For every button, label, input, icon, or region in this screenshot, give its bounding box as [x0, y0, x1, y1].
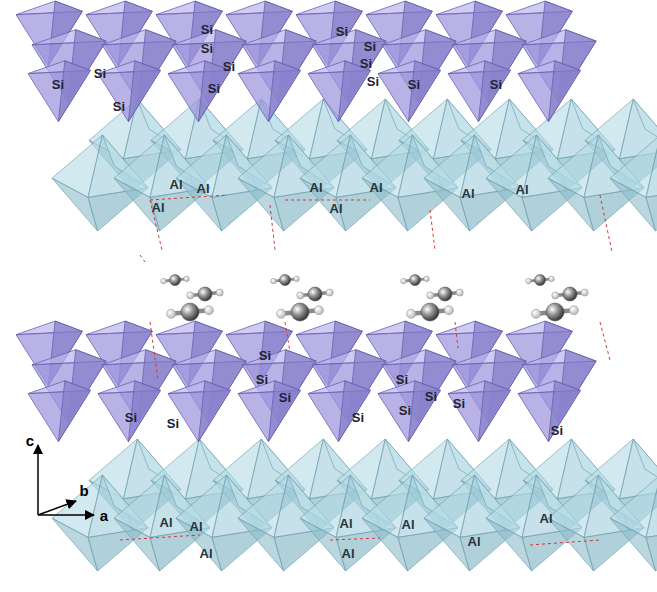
unit-cell-line [270, 205, 275, 250]
atom-label: Si [425, 390, 437, 403]
atom-label: Si [453, 397, 465, 410]
guest-molecule [187, 287, 223, 301]
atom-label: Si [360, 57, 372, 70]
atom-label: Al [330, 202, 343, 215]
guest-molecule [161, 275, 190, 286]
si-tetrahedron [518, 61, 580, 122]
guest-molecule [552, 287, 588, 301]
guest-molecule [526, 275, 555, 286]
atom-label: Si [201, 42, 213, 55]
al-octahedron [300, 135, 396, 231]
atom-label: Si [490, 78, 502, 91]
unit-cell-line [150, 195, 228, 200]
guest-molecule [407, 303, 454, 321]
atom-label: Si [396, 373, 408, 386]
atom-label: Al [160, 516, 173, 529]
al-octahedron [238, 135, 334, 231]
atom-label: Si [399, 404, 411, 417]
guest-molecule [167, 303, 214, 321]
atom-label: Si [408, 78, 420, 91]
unit-cell-line [150, 322, 158, 380]
unit-cell-line [600, 322, 610, 360]
atom-label: Si [551, 424, 563, 437]
unit-cell-line [140, 255, 145, 262]
atom-label: Si [367, 75, 379, 88]
atom-label: Si [336, 25, 348, 38]
atom-label: Al [402, 518, 415, 531]
atom-label: Al [370, 181, 383, 194]
si-tetrahedron [448, 61, 510, 122]
si-tetrahedron [448, 381, 510, 442]
guest-molecule [532, 303, 579, 321]
al-octahedron [610, 475, 657, 571]
atom-label: Si [208, 82, 220, 95]
axis-label: b [79, 483, 88, 498]
atom-label: Al [462, 187, 475, 200]
unit-cell-line [285, 322, 290, 352]
guest-molecule [277, 303, 324, 321]
axis-arrows [38, 445, 94, 515]
axis-label: c [26, 433, 34, 448]
si-tetrahedron [238, 381, 300, 442]
guest-molecule [271, 275, 300, 286]
guest-molecule [401, 275, 430, 286]
atom-label: Si [167, 417, 179, 430]
atom-label: Si [201, 23, 213, 36]
unit-cell-line [430, 210, 435, 250]
axis-label: a [100, 508, 108, 523]
atom-label: Al [340, 517, 353, 530]
unit-cell-line [530, 540, 600, 545]
si-tetrahedron [518, 381, 580, 442]
atom-label: Al [342, 547, 355, 560]
si-tetrahedron [98, 61, 160, 122]
guest-molecule [297, 287, 333, 301]
atom-label: Si [364, 40, 376, 53]
atom-label: Si [256, 373, 268, 386]
unit-cell-line [455, 322, 458, 348]
atom-label: Al [540, 512, 553, 525]
atom-label: Al [152, 201, 165, 214]
al-octahedron [610, 135, 657, 231]
unit-cell-line [285, 200, 370, 201]
atom-label: Al [200, 547, 213, 560]
unit-cell-line [330, 538, 380, 540]
atom-label: Al [197, 182, 210, 195]
si-tetrahedron [168, 61, 230, 122]
si-tetrahedron [308, 61, 370, 122]
atom-label: Si [223, 60, 235, 73]
si-tetrahedron [28, 381, 90, 442]
atom-label: Al [516, 183, 529, 196]
al-octahedron [114, 475, 210, 571]
si-tetrahedron [308, 381, 370, 442]
atom-label: Si [113, 100, 125, 113]
atom-label: Si [94, 67, 106, 80]
atom-label: Al [310, 181, 323, 194]
atom-label: Si [259, 349, 271, 362]
atom-label: Si [279, 391, 291, 404]
guest-molecule [427, 287, 463, 301]
atom-label: Al [190, 520, 203, 533]
atom-label: Si [352, 411, 364, 424]
si-tetrahedron [98, 381, 160, 442]
atom-label: Si [52, 78, 64, 91]
si-tetrahedron [378, 61, 440, 122]
unit-cell-line [120, 535, 200, 540]
si-tetrahedron [168, 381, 230, 442]
si-tetrahedron [28, 61, 90, 122]
unit-cell-line [600, 195, 612, 252]
atom-label: Al [468, 535, 481, 548]
si-tetrahedron [378, 381, 440, 442]
si-tetrahedron [238, 61, 300, 122]
atom-label: Al [170, 178, 183, 191]
atom-label: Si [125, 411, 137, 424]
